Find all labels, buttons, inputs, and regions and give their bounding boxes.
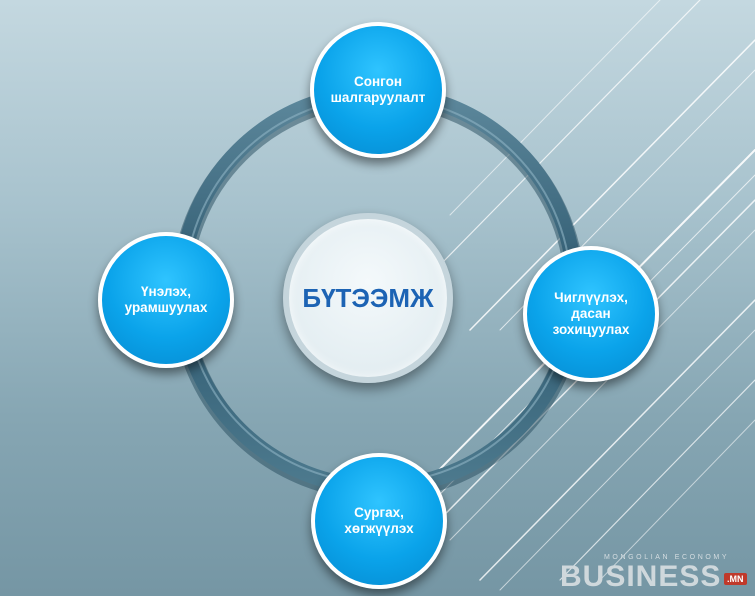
logo-name: BUSINESS	[560, 560, 722, 593]
node-selection: Сонгон шалгаруулалт	[310, 22, 446, 158]
node-training-label: Сургах, хөгжүүлэх	[344, 505, 414, 536]
logo-tagline: MONGOLIAN ECONOMY	[604, 554, 730, 561]
node-evaluation: Үнэлэх, урамшуулах	[98, 232, 234, 368]
business-mn-logo: MONGOLIAN ECONOMY BUSINESS .MN	[560, 554, 750, 594]
center-node: БҮТЭЭМЖ	[283, 213, 453, 383]
node-orientation: Чиглүүлэх, дасан зохицуулах	[523, 246, 659, 382]
logo-suffix: .MN	[724, 573, 747, 585]
node-orientation-label: Чиглүүлэх, дасан зохицуулах	[552, 290, 630, 337]
center-label: БҮТЭЭМЖ	[302, 282, 434, 313]
node-evaluation-label: Үнэлэх, урамшуулах	[124, 284, 208, 315]
node-training: Сургах, хөгжүүлэх	[311, 453, 447, 589]
node-selection-label: Сонгон шалгаруулалт	[330, 74, 426, 105]
